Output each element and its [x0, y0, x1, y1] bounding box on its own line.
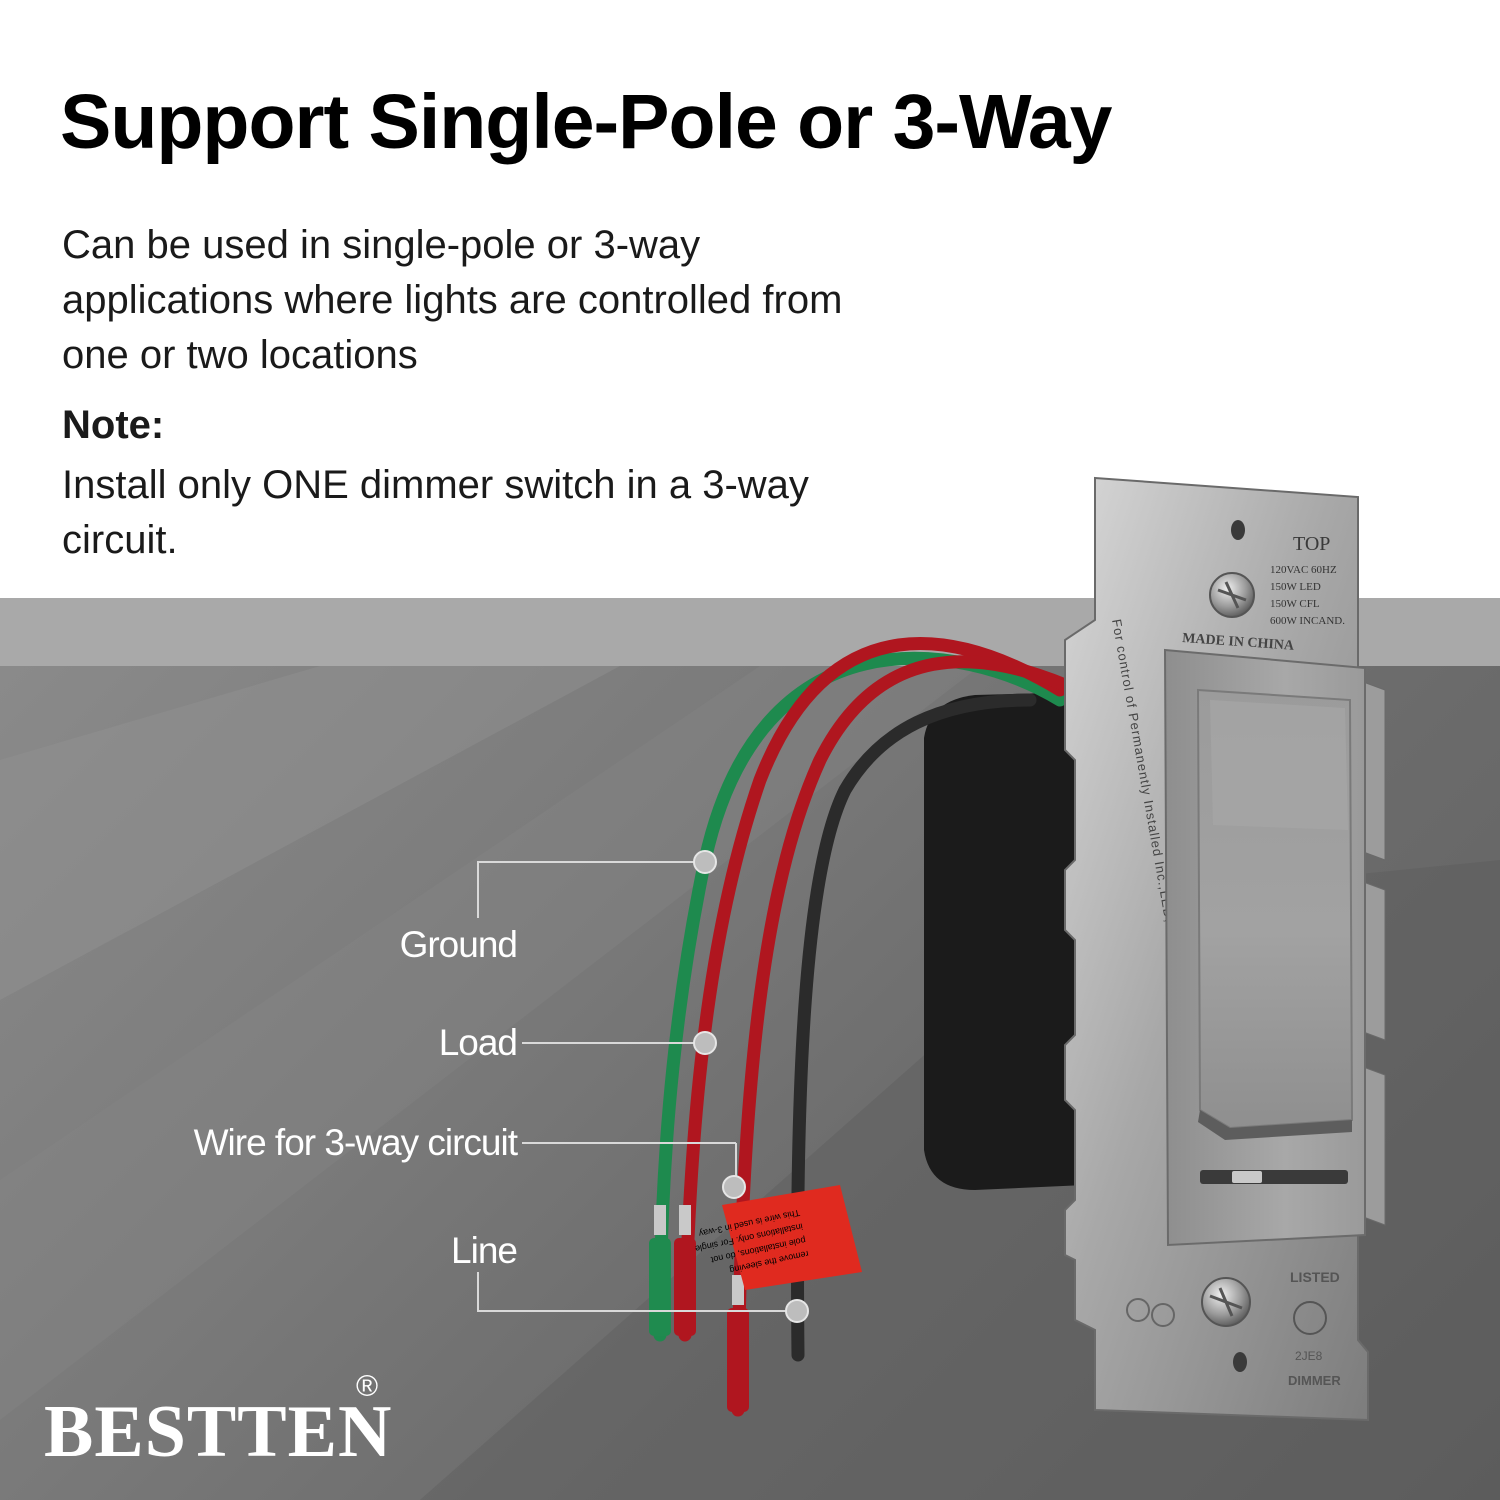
load-wire — [678, 637, 1067, 1342]
three-way-callout-dot — [722, 1175, 746, 1199]
line-wire — [791, 693, 1037, 1362]
ground-callout-line — [477, 861, 705, 918]
bottom-screw-icon — [1201, 1277, 1251, 1327]
ul-logo-icon — [1293, 1301, 1327, 1335]
ground-label: Ground — [399, 924, 518, 965]
load-label: Load — [438, 1022, 518, 1063]
load-callout-dot — [693, 1031, 717, 1055]
strap-rating-2: 150W LED — [1270, 581, 1321, 593]
certification-mark-1-icon — [1126, 1298, 1150, 1322]
strap-top-label: TOP — [1293, 533, 1330, 555]
strap-listing-code: 2JE8 — [1295, 1349, 1323, 1363]
line-callout-line — [477, 1272, 796, 1312]
line-label: Line — [451, 1230, 518, 1271]
top-screw-icon — [1209, 572, 1255, 618]
line-callout-dot — [785, 1299, 809, 1323]
ground-callout-dot — [693, 850, 717, 874]
note-title: Note: — [62, 403, 165, 447]
switch-body — [924, 692, 1085, 1190]
switch-face — [1163, 648, 1366, 1247]
three-way-wire — [731, 655, 1072, 1417]
description: Can be used in single-pole or 3-way appl… — [62, 223, 843, 377]
certification-mark-2-icon — [1151, 1303, 1175, 1327]
dimmer-slider-track — [1200, 1170, 1348, 1184]
dimmer-slider-handle — [1232, 1171, 1262, 1183]
strap-rating-4: 600W INCAND. — [1270, 615, 1345, 627]
brand-logo: BESTTEN — [44, 1391, 393, 1473]
headline: Support Single-Pole or 3-Way — [60, 79, 1113, 165]
strap-dimmer: DIMMER — [1288, 1373, 1341, 1388]
three-way-label: Wire for 3-way circuit — [193, 1122, 518, 1163]
strap-rating-1: 120VAC 60HZ — [1270, 564, 1337, 576]
registered-mark: ® — [356, 1370, 379, 1403]
callouts — [477, 850, 809, 1323]
strap-listed: LISTED — [1290, 1269, 1340, 1285]
strap-rating-3: 150W CFL — [1270, 598, 1320, 610]
note-text: Install only ONE dimmer switch in a 3-wa… — [62, 463, 809, 562]
